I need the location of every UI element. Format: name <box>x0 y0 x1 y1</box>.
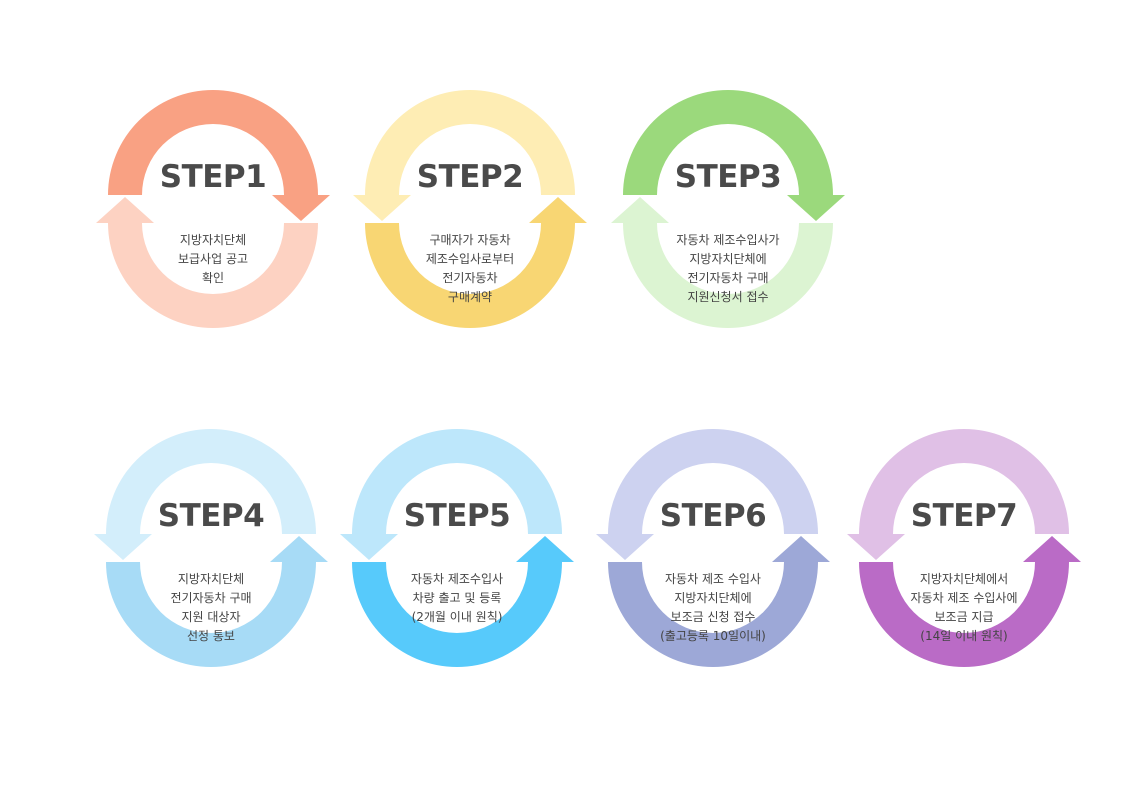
step-description-line: 지원신청서 접수 <box>687 290 769 304</box>
step-description-line: 지원 대상자 <box>181 610 241 624</box>
step-description-line: (출고등록 10일이내) <box>660 629 766 643</box>
step-description-line: 보조금 지급 <box>934 610 994 624</box>
step-description-line: 보급사업 공고 <box>177 252 249 266</box>
step-5-top-arrow <box>340 429 562 560</box>
step-2-top-arrow <box>353 90 575 221</box>
step-description-line: 전기자동차 <box>442 271 498 285</box>
step-description-line: 지방자치단체에서 <box>919 572 1009 586</box>
step-3-bottom-arrow <box>611 197 833 328</box>
step-3-top-arrow <box>623 90 845 221</box>
step-title: STEP7 <box>910 498 1018 534</box>
step-2-bottom-arrow <box>365 197 587 328</box>
step-7-top-arrow <box>847 429 1069 560</box>
step-description-line: 자동차 제조수입사가 <box>676 233 780 247</box>
step-description-line: (14일 이내 원칙) <box>920 629 1008 643</box>
step-title: STEP2 <box>416 159 524 195</box>
step-title: STEP5 <box>403 498 511 534</box>
step-1-top-arrow <box>108 90 330 221</box>
step-description-line: 자동차 제조 수입사에 <box>910 591 1018 605</box>
step-description-line: 선정 통보 <box>187 629 235 643</box>
step-6-bottom-arrow <box>608 536 830 667</box>
step-description-line: 구매자가 자동차 <box>429 233 511 247</box>
step-title: STEP6 <box>659 498 767 534</box>
step-title: STEP4 <box>157 498 265 534</box>
step-description-line: 지방자치단체에 <box>674 591 752 605</box>
step-description-line: 지방자치단체 <box>179 233 247 247</box>
step-title: STEP3 <box>674 159 782 195</box>
step-1-bottom-arrow <box>96 197 318 328</box>
step-description-line: 제조수입사로부터 <box>425 252 515 266</box>
step-description-line: 지방자치단체 <box>177 572 245 586</box>
step-title: STEP1 <box>159 159 267 195</box>
step-description-line: 전기자동차 구매 <box>170 591 252 605</box>
step-description-line: (2개월 이내 원칙) <box>411 610 503 624</box>
step-description-line: 확인 <box>201 271 225 285</box>
step-description-line: 구매계약 <box>447 290 493 304</box>
step-description-line: 차량 출고 및 등록 <box>412 591 502 605</box>
step-description-line: 자동차 제조수입사 <box>410 572 504 586</box>
step-description-line: 자동차 제조 수입사 <box>665 572 761 586</box>
step-description-line: 전기자동차 구매 <box>687 271 769 285</box>
step-4-top-arrow <box>94 429 316 560</box>
step-description-line: 보조금 신청 접수 <box>670 610 756 624</box>
step-7-bottom-arrow <box>859 536 1081 667</box>
step-description-line: 지방자치단체에 <box>689 252 767 266</box>
step-6-top-arrow <box>596 429 818 560</box>
step-4-bottom-arrow <box>106 536 328 667</box>
step-5-bottom-arrow <box>352 536 574 667</box>
